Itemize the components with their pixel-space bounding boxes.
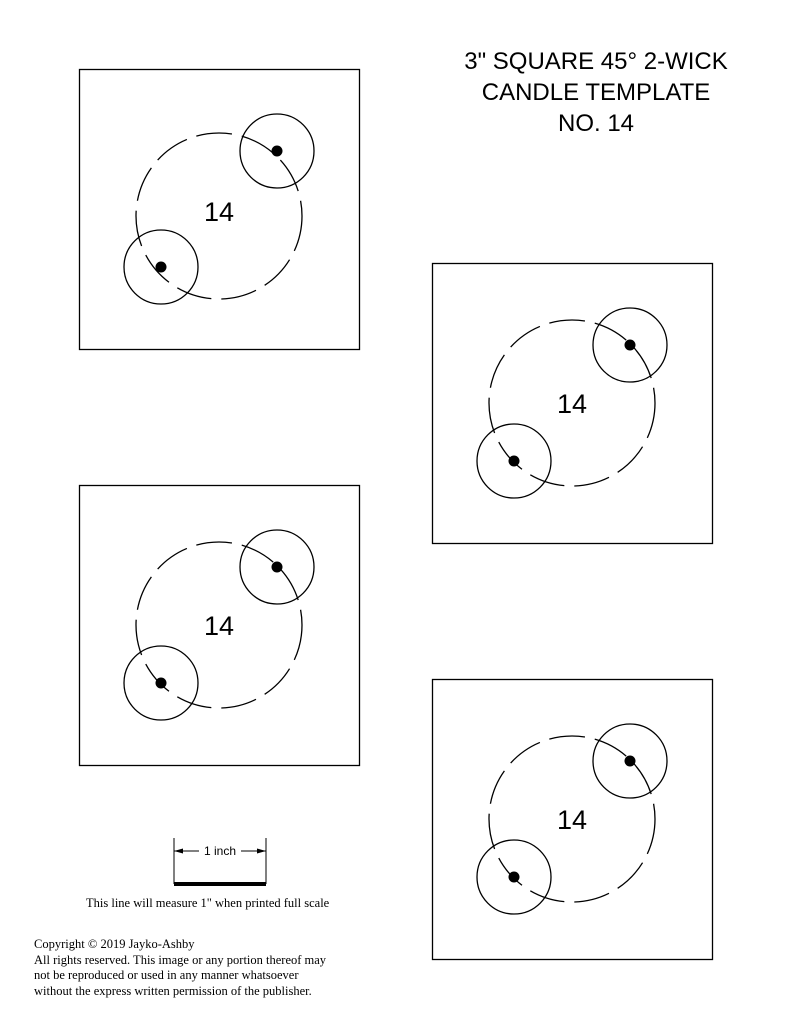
wick-circle-lower [123, 645, 199, 721]
copyright-line-1: Copyright © 2019 Jayko-Ashby [34, 937, 195, 951]
wick-circle-lower [476, 839, 552, 915]
wick-dot-lower [155, 261, 167, 273]
wick-circle-upper [592, 307, 668, 383]
title-line-2: CANDLE TEMPLATE [481, 79, 711, 106]
wick-circle-upper [592, 723, 668, 799]
candle-template-2: 14 [431, 262, 714, 545]
one-inch-bar [174, 882, 266, 886]
template-number: 14 [557, 389, 587, 419]
arrow-left-icon [174, 848, 183, 854]
wick-dot-upper [271, 145, 283, 157]
title-line-1: 3" SQUARE 45° 2-WICK [464, 48, 728, 75]
template-title: 3" SQUARE 45° 2-WICK CANDLE TEMPLATE NO.… [420, 46, 772, 139]
wick-circle-lower [476, 423, 552, 499]
arrow-right-icon [257, 848, 266, 854]
wick-dot-upper [624, 755, 636, 767]
wick-dot-upper [624, 339, 636, 351]
square-outline [431, 678, 714, 961]
copyright-line-3: not be reproduced or used in any manner … [34, 968, 299, 982]
wick-dot-lower [508, 871, 520, 883]
template-number: 14 [204, 197, 234, 227]
wick-circle-upper [239, 529, 315, 605]
square-outline [431, 262, 714, 545]
scale-bar: 1 inch [173, 838, 267, 886]
candle-template-1: 14 [78, 68, 361, 351]
wick-circle-lower [123, 229, 199, 305]
candle-template-4: 14 [431, 678, 714, 961]
center-circle-dashed [488, 319, 656, 487]
copyright-notice: Copyright © 2019 Jayko-Ashby All rights … [34, 937, 326, 999]
scale-note: This line will measure 1" when printed f… [86, 896, 330, 910]
wick-dot-lower [508, 455, 520, 467]
center-circle-dashed [135, 541, 303, 709]
center-circle-dashed [135, 132, 303, 300]
title-line-3: NO. 14 [557, 110, 635, 137]
square-outline [78, 68, 361, 351]
scale-label: 1 inch [204, 844, 236, 858]
template-number: 14 [557, 805, 587, 835]
center-circle-dashed [488, 735, 656, 903]
wick-dot-upper [271, 561, 283, 573]
wick-circle-upper [239, 113, 315, 189]
wick-dot-lower [155, 677, 167, 689]
copyright-line-4: without the express written permission o… [34, 983, 312, 998]
copyright-line-2: All rights reserved. This image or any p… [34, 952, 327, 967]
square-outline [78, 484, 361, 767]
candle-template-3: 14 [78, 484, 361, 767]
template-number: 14 [204, 611, 234, 641]
